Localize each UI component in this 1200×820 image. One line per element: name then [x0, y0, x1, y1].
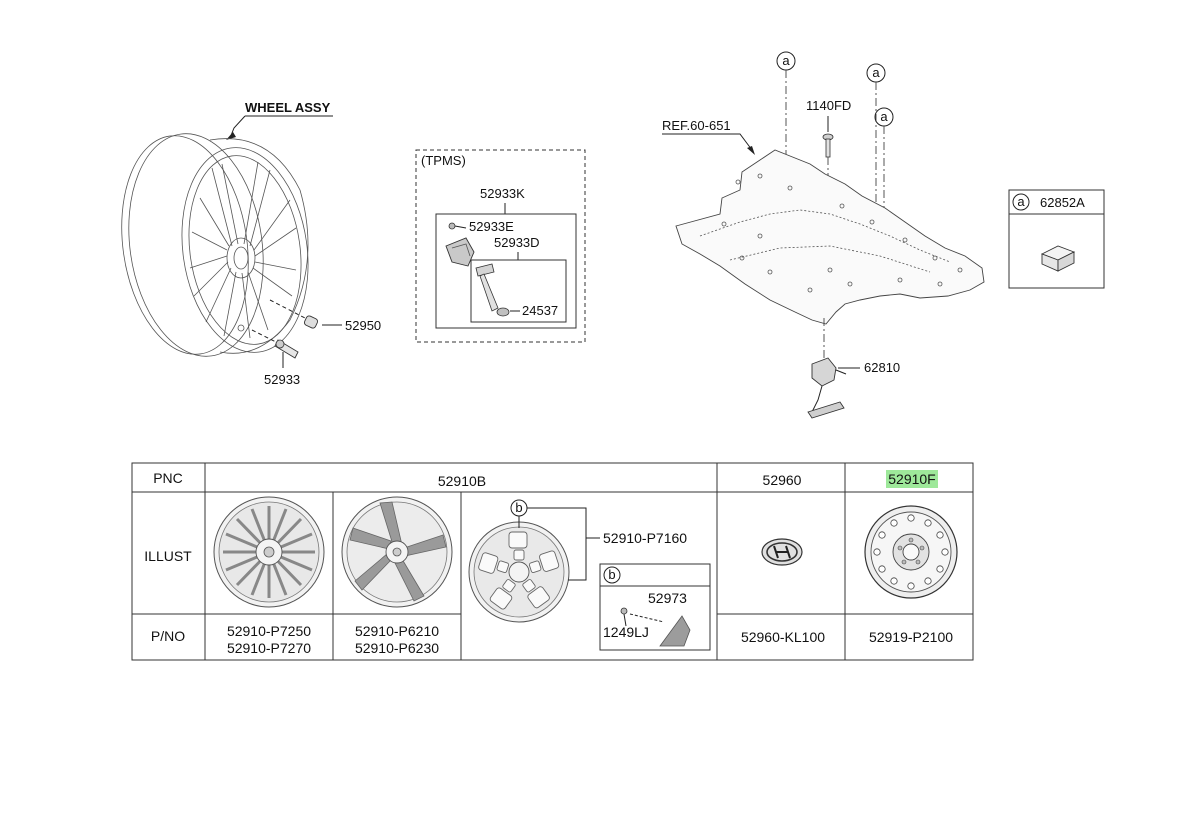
wheel-2-illustration[interactable]	[341, 496, 453, 608]
row-header-pnc: PNC	[153, 470, 183, 486]
tpms-dashed-box	[415, 149, 586, 343]
valve-stem-icon[interactable]	[251, 329, 299, 359]
balance-weight-icon[interactable]	[659, 615, 691, 647]
tpms-kit-label[interactable]: 52933K	[480, 186, 525, 201]
tpms-group-label[interactable]: (TPMS)	[421, 153, 466, 168]
floor-panel-illustration[interactable]	[675, 149, 985, 360]
spare-pno[interactable]: 52919-P2100	[869, 629, 953, 645]
tpms-sensor-icon[interactable]	[445, 237, 475, 267]
tpms-part-d-box	[470, 259, 567, 323]
subbox-part-1[interactable]: 52973	[648, 590, 687, 606]
svg-text:b: b	[515, 500, 522, 515]
wheel-assy-title[interactable]: WHEEL ASSY	[245, 100, 331, 115]
tpms-part-e-label[interactable]: 52933E	[469, 219, 514, 234]
callout-a-2[interactable]: a	[866, 63, 886, 218]
wheel-2-pno-2[interactable]: 52910-P6230	[355, 640, 439, 656]
floor-panel-group: a a a a 1140FD	[662, 51, 985, 419]
tpms-group: (TPMS) 52933K 52933E 52933D 24537	[415, 149, 586, 343]
legend-a-box: a 62852A	[1008, 189, 1105, 289]
tpms-screw-icon[interactable]	[448, 222, 467, 230]
row-header-pno: P/NO	[151, 628, 185, 644]
screw-icon[interactable]	[620, 607, 628, 627]
wheel-3-illustration[interactable]	[468, 521, 570, 623]
subbox-b-marker-circle	[603, 566, 621, 584]
wheel-3-pno[interactable]: 52910-P7160	[603, 530, 687, 546]
tpms-part-d-label[interactable]: 52933D	[494, 235, 540, 250]
wheel-assy-group: WHEEL ASSY	[108, 100, 381, 387]
pnc-emblem[interactable]: 52960	[763, 472, 802, 488]
bolt-label[interactable]: 1140FD	[806, 98, 851, 113]
svg-text:a: a	[782, 53, 790, 68]
floor-ref-label[interactable]: REF.60-651	[662, 118, 731, 133]
emblem-illustration[interactable]	[761, 538, 803, 566]
carrier-label[interactable]: 62810	[864, 360, 900, 375]
wheel-assy-arrow	[226, 132, 236, 140]
legend-a-marker-circle	[1012, 193, 1030, 211]
tpms-valve-icon[interactable]	[475, 263, 510, 317]
subbox-dash-leader	[629, 613, 665, 623]
tpms-part-24537-label[interactable]: 24537	[522, 303, 558, 318]
svg-text:a: a	[880, 109, 888, 124]
subbox-part-2[interactable]: 1249LJ	[603, 624, 649, 640]
floor-ref-arrow	[747, 146, 755, 155]
nut-label[interactable]: 52950	[345, 318, 381, 333]
valve-label[interactable]: 52933	[264, 372, 300, 387]
pnc-table: PNC ILLUST P/NO 52910B 52960 52910F	[131, 462, 974, 661]
wheel-2-pno-1[interactable]: 52910-P6210	[355, 623, 439, 639]
floor-ref-leader	[662, 133, 753, 151]
wheel-3-leader	[527, 507, 587, 581]
svg-text:a: a	[872, 65, 880, 80]
emblem-pno[interactable]: 52960-KL100	[741, 629, 825, 645]
subbox-b: b 52973 1249LJ	[599, 563, 711, 651]
pnc-spare-highlight	[886, 470, 938, 488]
wheel-1-pno-2[interactable]: 52910-P7270	[227, 640, 311, 656]
spare-wheel-illustration[interactable]	[864, 505, 958, 599]
wheel-assy-illustration[interactable]	[108, 125, 320, 365]
legend-a-part-label[interactable]: 62852A	[1040, 195, 1085, 210]
subbox-b-marker: b	[608, 567, 615, 582]
pnc-spare[interactable]: 52910F	[888, 471, 935, 487]
lug-nut-icon[interactable]	[269, 299, 319, 329]
pnc-wheels[interactable]: 52910B	[438, 473, 486, 489]
legend-a-marker: a	[1017, 194, 1025, 209]
clip-block-icon[interactable]	[1040, 245, 1076, 272]
row-header-illust: ILLUST	[144, 548, 192, 564]
spare-carrier-icon[interactable]	[807, 357, 847, 419]
wheel-1-pno-1[interactable]: 52910-P7250	[227, 623, 311, 639]
wheel-1-illustration[interactable]	[213, 496, 325, 608]
tpms-kit-box	[435, 213, 577, 329]
